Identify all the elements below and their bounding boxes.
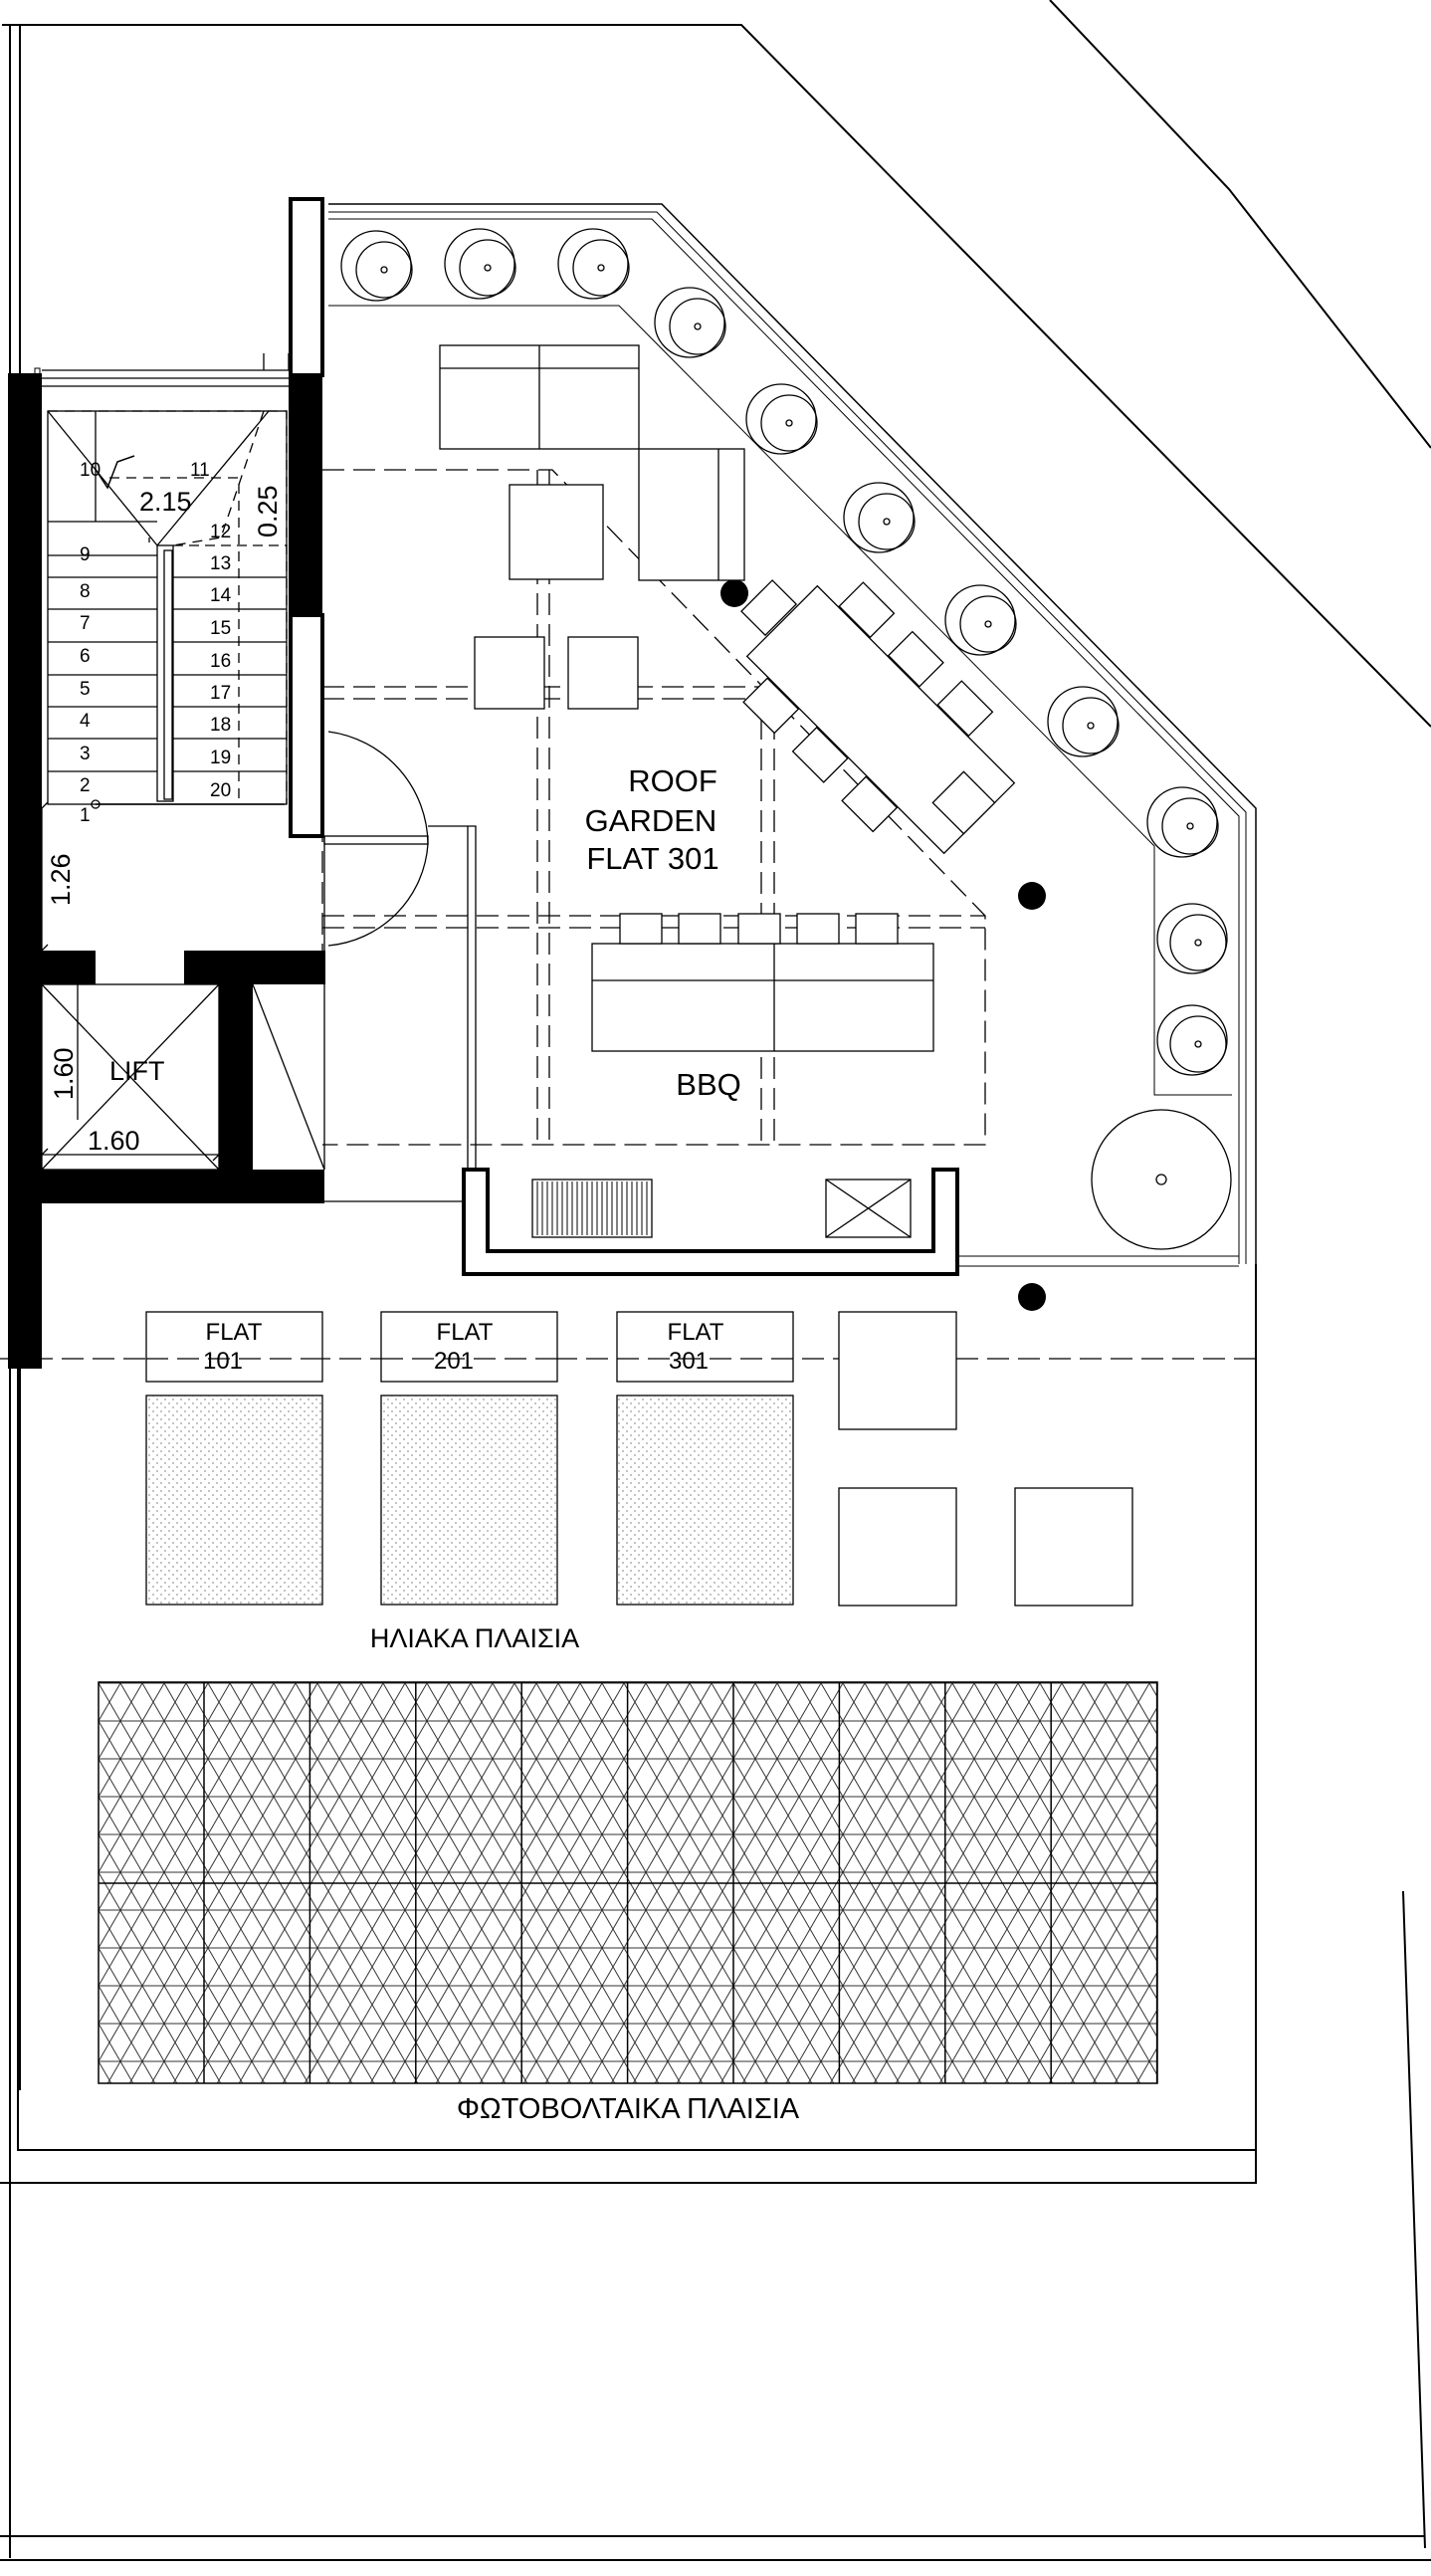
column-markers xyxy=(720,579,1046,1311)
stair-step-number: 11 xyxy=(190,460,210,481)
tank-label-line2: 301 xyxy=(669,1348,709,1375)
corridor-dimension-line xyxy=(35,801,49,958)
photovoltaic-panels-title: ΦΩΤΟΒΟΛΤΑΙΚΑ ΠΛΑΙΣΙΑ xyxy=(457,2093,800,2125)
stair-step-number: 16 xyxy=(210,651,231,672)
lift-label: LIFT xyxy=(109,1056,165,1086)
stair-step-number: 8 xyxy=(80,581,91,602)
corridor-width-dimension: 1.26 xyxy=(46,853,76,906)
bbq-label: BBQ xyxy=(676,1067,740,1102)
stair-step-number: 4 xyxy=(80,711,91,732)
tank-label-line1: FLAT xyxy=(668,1319,724,1346)
stair-step-number: 17 xyxy=(210,683,231,704)
lift-shaft xyxy=(35,983,325,1171)
tank-label-line1: FLAT xyxy=(437,1319,494,1346)
mechanical-unit xyxy=(462,1168,959,1276)
wall-outlines xyxy=(34,197,466,1202)
bbq-counter xyxy=(591,913,934,1052)
lift-height-dimension: 1.60 xyxy=(49,1047,79,1100)
roof-door xyxy=(323,731,477,1201)
stair-step-number: 7 xyxy=(80,613,91,634)
stair-step-number: 19 xyxy=(210,748,231,768)
walls xyxy=(8,373,325,1369)
stair-step-number: 20 xyxy=(210,780,231,801)
stair-step-number: 15 xyxy=(210,618,231,639)
roof-garden-label-line3: FLAT 301 xyxy=(586,841,718,876)
solar-collectors xyxy=(145,1395,794,1606)
photovoltaic-panels xyxy=(98,1681,1158,2084)
roof-garden-label-line2: GARDEN xyxy=(585,803,717,838)
roof-slab xyxy=(17,203,1257,2184)
stair-step-number: 2 xyxy=(80,775,91,796)
stair-landing-dimension: 0.25 xyxy=(253,485,283,537)
stair-step-number: 13 xyxy=(210,553,231,574)
stair-step-number: 9 xyxy=(80,544,91,565)
stair-step-number: 12 xyxy=(210,522,231,542)
dining-table xyxy=(740,579,1016,855)
staircase xyxy=(47,410,288,809)
lounge-furniture xyxy=(439,344,745,710)
stair-step-number: 10 xyxy=(80,460,101,481)
solar-panels-title: ΗΛΙΑΚΑ ΠΛΑΙΣΙΑ xyxy=(370,1623,579,1653)
stair-step-number: 6 xyxy=(80,646,91,667)
water-tanks xyxy=(145,1311,1133,1607)
tank-label-line2: 201 xyxy=(434,1348,474,1375)
stair-step-number: 5 xyxy=(80,679,91,700)
stair-step-number: 18 xyxy=(210,715,231,736)
stair-width-dimension: 2.15 xyxy=(139,487,192,517)
roof-garden-label-line1: ROOF xyxy=(628,763,717,798)
planter-edge xyxy=(328,305,1232,1096)
tank-label-line2: 101 xyxy=(203,1348,243,1375)
stair-flight-dashed xyxy=(48,410,288,804)
lift-width-dimension: 1.60 xyxy=(88,1126,140,1156)
stair-step-number: 1 xyxy=(80,805,91,826)
stair-step-number: 14 xyxy=(210,585,232,606)
planter-pots xyxy=(340,228,1232,1250)
tank-label-line1: FLAT xyxy=(206,1319,263,1346)
stair-step-numbers: 1 2 3 4 5 6 7 8 9 10 11 12 13 14 15 16 1… xyxy=(80,460,232,826)
stair-step-number: 3 xyxy=(80,744,91,764)
